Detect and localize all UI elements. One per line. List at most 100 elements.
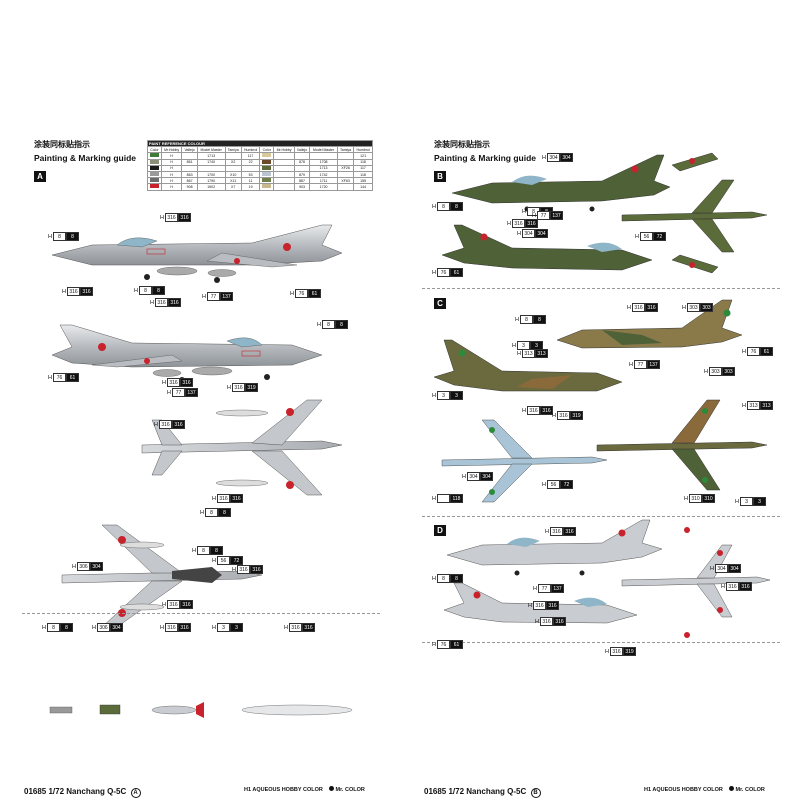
callout-prefix: H (542, 154, 546, 161)
callout-prefix: H (535, 618, 539, 625)
section-label-d: D (434, 525, 446, 536)
callout-prefix: H (284, 624, 288, 631)
legend-mr: Mr. COLOR (335, 787, 365, 793)
callout-prefix: H (160, 624, 164, 631)
callout-prefix: H (515, 316, 519, 323)
callout-prefix: H (522, 407, 526, 414)
callout-prefix: H (605, 648, 609, 655)
d-side-view-1 (446, 519, 663, 576)
callout-prefix: H (160, 214, 164, 221)
color-swatch (262, 178, 272, 183)
callout-mr-code: 61 (449, 640, 463, 649)
callout-prefix: H (212, 495, 216, 502)
callout-prefix: H (212, 624, 216, 631)
callout-mr-code: 316 (229, 494, 243, 503)
callout-mr-code: 316 (179, 600, 193, 609)
callout-hobby-code: 306 (76, 562, 90, 571)
callout-prefix: H (552, 412, 556, 419)
callout-hobby-code: 3 (436, 391, 450, 400)
paint-code-cell (336, 183, 355, 191)
callout-hobby-code: 76 (294, 289, 308, 298)
paint-code-cell (273, 183, 295, 191)
callout-prefix: H (545, 528, 549, 535)
callout-hobby-code: 316 (725, 582, 739, 591)
callout-mr-code: 304 (534, 229, 548, 238)
callout-prefix: H (154, 421, 158, 428)
callout-mr-code: 8 (449, 202, 463, 211)
callout-hobby-code: 76 (436, 268, 450, 277)
callout-hobby-code: 77 (206, 292, 220, 301)
callout-mr-code: 316 (644, 303, 658, 312)
callout-prefix: H (629, 361, 633, 368)
callout-mr-code: 316 (545, 601, 559, 610)
color-swatch (149, 165, 159, 170)
callout-hobby-code: 306 (96, 623, 110, 632)
callout-prefix: H (635, 233, 639, 240)
callout-mr-code: 316 (301, 623, 315, 632)
callout-hobby-code: 304 (714, 564, 728, 573)
color-swatch (262, 159, 272, 164)
callout-prefix: H (92, 624, 96, 631)
callout-prefix: H (533, 585, 537, 592)
color-swatch (149, 153, 159, 158)
callout-hobby-code: 56 (216, 556, 230, 565)
legend-mr: Mr. COLOR (735, 787, 765, 793)
callout-mr-code: 8 (209, 546, 223, 555)
callout-mr-code: 3 (752, 497, 766, 506)
mr-color-icon (328, 786, 334, 791)
callout-hobby-code: 56 (639, 232, 653, 241)
callout-prefix: H (432, 392, 436, 399)
callout-mr-code: 8 (449, 574, 463, 583)
callout-mr-code: 316 (552, 617, 566, 626)
callout-hobby-code: 76 (746, 347, 760, 356)
b-side-view-1 (451, 154, 671, 212)
c-side-view-1 (556, 299, 743, 349)
callout-mr-code: 316 (524, 219, 538, 228)
callout-hobby-code: 316 (539, 617, 553, 626)
callout-prefix: H (517, 350, 521, 357)
callout-hobby-code: 8 (52, 232, 66, 241)
section-label-c: C (434, 298, 446, 309)
callout-mr-code: 8 (65, 232, 79, 241)
paint-code-cell: H (160, 183, 183, 191)
legend-aqueous: H1 AQUEOUS HOBBY COLOR (644, 787, 723, 793)
callout-prefix: H (232, 566, 236, 573)
callout-mr-code: 137 (646, 360, 660, 369)
callout-prefix: H (710, 565, 714, 572)
callout-prefix: H (528, 602, 532, 609)
callout-prefix: H (317, 321, 321, 328)
callout-mr-code: 303 (721, 367, 735, 376)
callout-mr-code: 72 (559, 480, 573, 489)
callout-hobby-code: 316 (166, 600, 180, 609)
header-chinese: 涂装同标贴指示 (434, 140, 490, 149)
callout-mr-code: 61 (307, 289, 321, 298)
callout-mr-code: 319 (569, 411, 583, 420)
callout-hobby-code: 316 (236, 565, 250, 574)
divider (22, 613, 380, 614)
stores-row (49, 702, 353, 718)
callout-hobby-code: 316 (164, 623, 178, 632)
header-chinese: 涂装同标贴指示 (34, 140, 90, 149)
callout-hobby-code: 316 (556, 411, 570, 420)
callout-hobby-code: 304 (546, 153, 560, 162)
callout-hobby-code: 316 (526, 406, 540, 415)
header-english: Painting & Marking guide (34, 153, 137, 163)
